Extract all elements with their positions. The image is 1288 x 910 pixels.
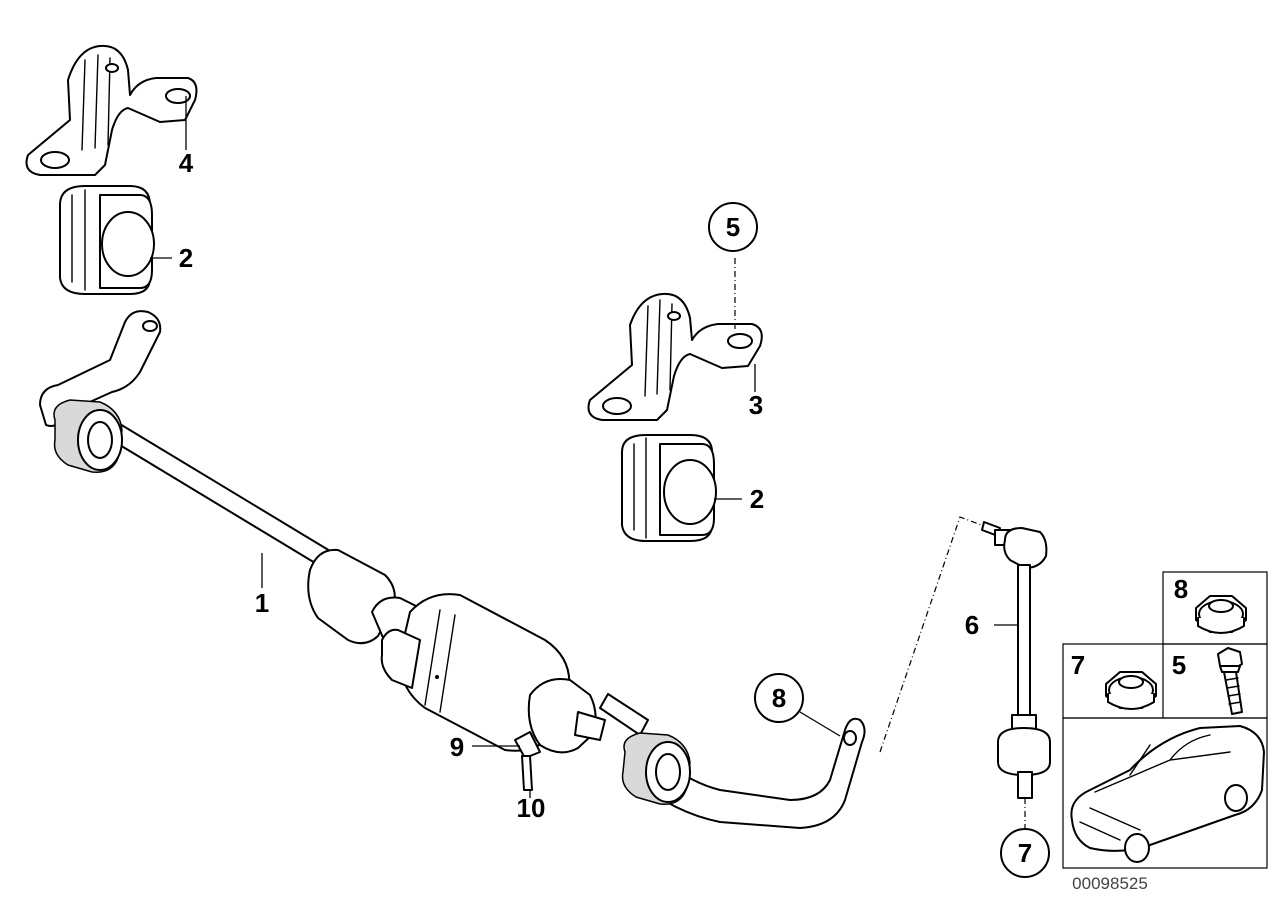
svg-text:8: 8 xyxy=(772,683,786,713)
bushing-part-2-middle[interactable] xyxy=(621,434,717,542)
bracket-part-3[interactable] xyxy=(587,292,763,421)
actuator-unit[interactable] xyxy=(307,548,606,791)
svg-text:7: 7 xyxy=(1018,838,1032,868)
legend-label-7: 7 xyxy=(1071,650,1085,680)
link-rod-part-6[interactable] xyxy=(981,521,1051,799)
nut-icon-7[interactable] xyxy=(1105,671,1157,710)
bushing-part-2-upper[interactable] xyxy=(59,185,155,295)
diagram-code: 00098525 xyxy=(1072,874,1148,893)
callout-2-middle: 2 xyxy=(750,484,764,514)
legend-grid xyxy=(1062,571,1268,869)
callout-10: 10 xyxy=(517,793,546,823)
stabilizer-bar-part-1[interactable] xyxy=(39,310,866,829)
callout-8-circle: 8 xyxy=(754,673,804,723)
bracket-part-4[interactable] xyxy=(25,44,198,176)
bolt-icon-5[interactable] xyxy=(1217,647,1243,715)
callout-3: 3 xyxy=(749,390,763,420)
callout-1: 1 xyxy=(255,588,269,618)
callout-4: 4 xyxy=(179,148,194,178)
callout-5-circle: 5 xyxy=(708,202,758,252)
car-silhouette-icon xyxy=(1070,725,1265,863)
legend-label-5: 5 xyxy=(1172,650,1186,680)
nut-icon-8[interactable] xyxy=(1195,595,1247,634)
legend-label-8: 8 xyxy=(1174,574,1188,604)
callout-2-upper: 2 xyxy=(179,243,193,273)
callout-9: 9 xyxy=(450,732,464,762)
callout-6: 6 xyxy=(965,610,979,640)
callout-7-circle: 7 xyxy=(1000,828,1050,878)
svg-text:5: 5 xyxy=(726,212,740,242)
